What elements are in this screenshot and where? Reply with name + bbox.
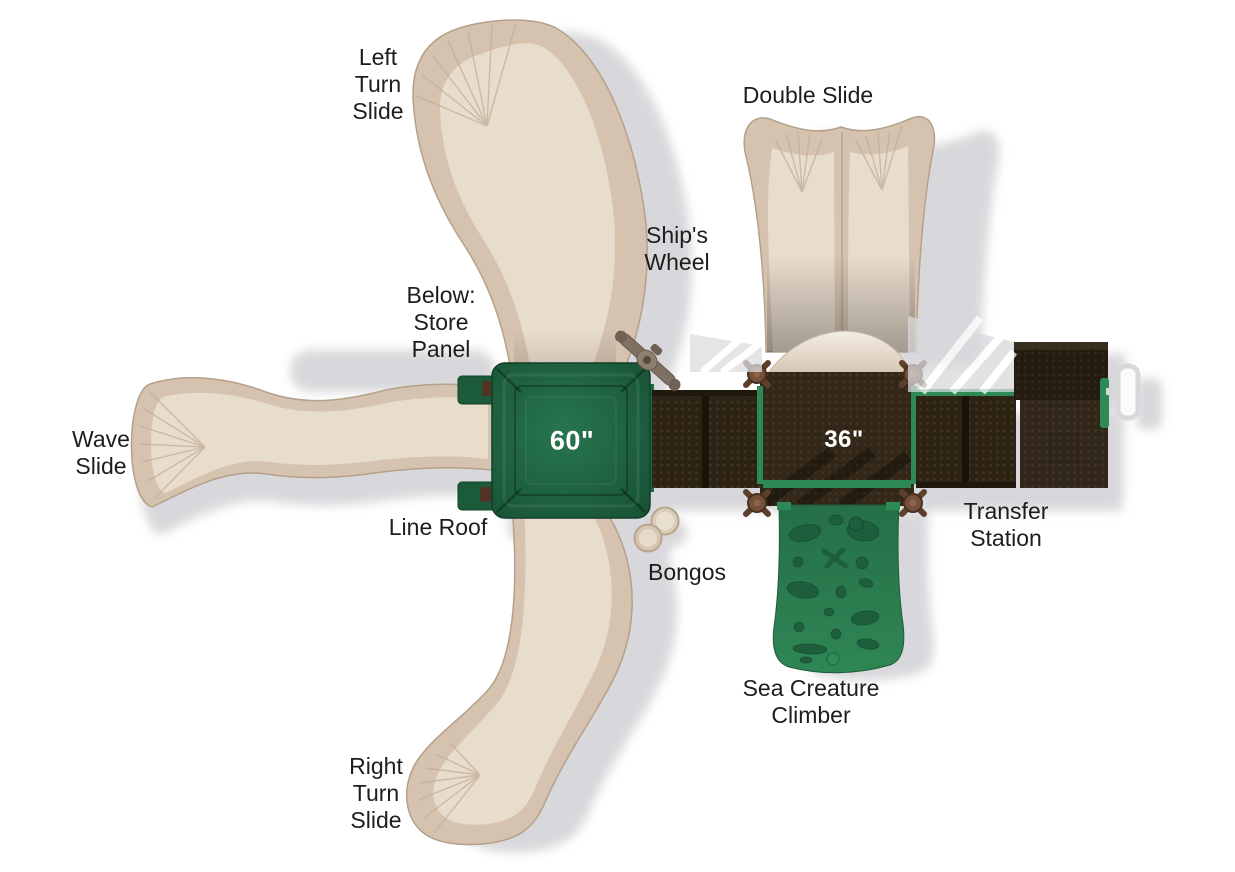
wave-slide [130, 376, 501, 508]
climber-handholds [786, 514, 880, 666]
right-turn-slide [405, 504, 633, 846]
label-bongos: Bongos [647, 559, 727, 585]
wave-slide-flare-ridges [139, 391, 206, 499]
label-double-slide: Double Slide [742, 82, 874, 108]
label-ships-wheel: Ship's Wheel [644, 222, 710, 276]
ships-wheel [614, 330, 681, 391]
line-roof-60 [491, 362, 651, 519]
store-panel-tabs [457, 375, 497, 511]
double-slide [743, 115, 936, 353]
sea-creature-climber [772, 502, 905, 674]
bridge-right [916, 389, 1016, 488]
transfer-station [1014, 342, 1141, 488]
deck-36 [757, 372, 917, 511]
label-wave-slide: Wave Slide [72, 426, 130, 480]
transfer-handle-loop-ghost [1115, 363, 1141, 421]
right-slide-flare-ridges [417, 742, 481, 834]
bridge-left [648, 384, 762, 492]
label-roof-size: 60" [549, 425, 595, 456]
double-slide-flare-ridges [775, 125, 903, 193]
label-sea-creature-climber: Sea Creature Climber [742, 675, 880, 729]
label-transfer-station: Transfer Station [963, 498, 1049, 552]
label-deck-size: 36" [824, 426, 864, 453]
label-right-turn-slide: Right Turn Slide [349, 753, 403, 834]
label-left-turn-slide: Left Turn Slide [352, 44, 404, 125]
label-line-roof: Line Roof [388, 514, 488, 540]
left-slide-flare-ridges [416, 22, 517, 127]
bongos [633, 506, 680, 553]
transfer-handle-green [1100, 378, 1109, 428]
label-below-store-panel: Below: Store Panel [406, 282, 476, 363]
railing-shadow-hatch [690, 315, 1018, 395]
double-slide-exit-dome [767, 330, 913, 374]
